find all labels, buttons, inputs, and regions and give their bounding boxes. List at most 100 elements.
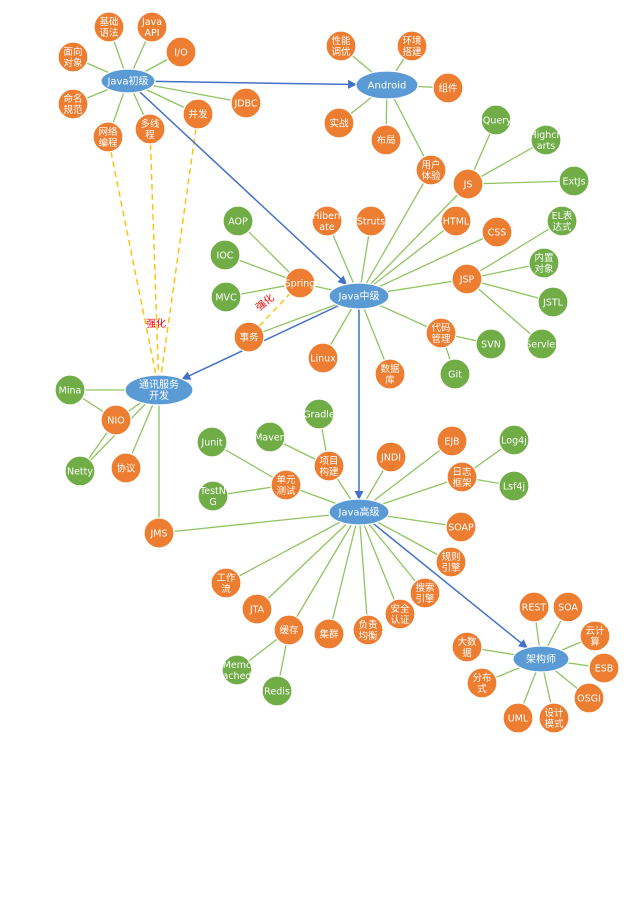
connector-h_java_adv-n_jms — [158, 511, 360, 534]
hub-java-mid: Java中级 — [328, 282, 390, 310]
node-circle — [526, 328, 558, 360]
node-multithread: 多线程 — [134, 113, 166, 145]
node-circle — [209, 239, 241, 271]
node-label: JTA — [249, 605, 265, 616]
node-circle — [352, 614, 384, 646]
node-soap: SOAP — [445, 511, 477, 543]
node-label: REST — [522, 603, 547, 614]
node-jdbc: JDBC — [230, 87, 262, 119]
hub-label: 架构师 — [526, 653, 556, 666]
node-circle — [210, 281, 242, 313]
node-circle — [196, 426, 228, 458]
node-logfw: 日志框架 — [446, 461, 478, 493]
node-label: AOP — [228, 217, 248, 228]
node-label: 代码管理 — [431, 323, 451, 345]
node-label: 多线程 — [140, 118, 160, 141]
node-circle — [136, 11, 168, 43]
node-circle — [64, 455, 96, 487]
node-builtin: 内置对象 — [528, 247, 560, 279]
connector-n_js-n_extjs — [467, 180, 575, 185]
node-circle — [93, 11, 125, 43]
node-ioc: IOC — [209, 239, 241, 271]
node-circle — [100, 404, 132, 436]
hub-architect: 架构师 — [512, 645, 570, 673]
node-label: CSS — [488, 228, 507, 239]
node-label: 布局 — [376, 135, 395, 147]
node-label: 用户体验 — [421, 159, 441, 182]
node-label: 性能调优 — [331, 35, 351, 58]
node-circle — [439, 358, 471, 390]
node-soa: SOA — [552, 591, 584, 623]
node-circle — [182, 98, 214, 130]
node-label: 设计模式 — [544, 707, 564, 730]
node-circle — [303, 398, 335, 430]
node-label: 缓存 — [279, 625, 299, 637]
connector-h_java_mid-n_js — [358, 183, 469, 297]
node-label: Junit — [200, 438, 222, 449]
node-circle — [451, 631, 483, 663]
dashed-link-n_network-h_comm — [110, 151, 157, 376]
node-label: I/O — [174, 48, 187, 59]
node-cache: 缓存 — [273, 614, 305, 646]
node-design: 设计模式 — [538, 702, 570, 734]
node-circle — [233, 321, 265, 353]
node-circle — [530, 124, 562, 156]
node-label: 集群 — [319, 629, 339, 641]
hub-ellipse — [124, 374, 194, 406]
node-circle — [446, 461, 478, 493]
node-bigdata: 大数据 — [451, 631, 483, 663]
node-label: 搜索引擎 — [415, 582, 435, 605]
node-circle — [241, 593, 273, 625]
node-circle — [558, 165, 590, 197]
hub-ellipse — [355, 70, 419, 100]
node-netty: Netty — [64, 455, 96, 487]
node-label: Gradle — [303, 410, 335, 421]
node-layout: 布局 — [370, 124, 402, 156]
node-label: 并发 — [188, 109, 208, 121]
node-circle — [134, 113, 166, 145]
node-label: 规则引擎 — [441, 551, 461, 574]
node-label: jQuery — [479, 116, 512, 127]
node-label: 分布式 — [472, 672, 491, 695]
node-circle — [325, 30, 357, 62]
node-label: 组件 — [438, 83, 458, 95]
node-env: 环境搭建 — [396, 30, 428, 62]
node-circle — [537, 286, 569, 318]
node-circle — [480, 104, 512, 136]
dashed-link-layer — [110, 128, 291, 376]
connector-h_java_adv-n_workflow — [225, 511, 360, 584]
node-label: HTML — [443, 217, 470, 228]
node-label: 命名规范 — [63, 93, 83, 116]
node-gradle: Gradle — [303, 398, 335, 430]
node-circle — [498, 424, 530, 456]
node-html: HTML — [440, 205, 472, 237]
connector-h_java_adv-n_search — [358, 511, 426, 594]
node-unittest: 单元测试 — [270, 469, 302, 501]
node-label: OSGI — [577, 694, 601, 705]
node-circle — [323, 107, 355, 139]
node-circle — [254, 421, 286, 453]
hub-ellipse — [100, 68, 156, 94]
node-rules: 规则引擎 — [435, 546, 467, 578]
node-circle — [374, 358, 406, 390]
node-circle — [270, 469, 302, 501]
node-circle — [502, 702, 534, 734]
node-circle — [466, 667, 498, 699]
node-tx: 事务 — [233, 321, 265, 353]
node-label: 单元测试 — [276, 474, 296, 497]
node-label: 日志框架 — [452, 466, 472, 489]
node-svn: SVN — [475, 328, 507, 360]
node-circle — [436, 425, 468, 457]
node-circle — [425, 317, 457, 349]
node-practice: 实战 — [323, 107, 355, 139]
connector-n_jsp-n_el — [466, 220, 563, 280]
node-circle — [375, 441, 407, 473]
node-circle — [384, 598, 416, 630]
node-circle — [588, 652, 620, 684]
node-circle — [313, 618, 345, 650]
node-label: ESB — [595, 664, 614, 675]
